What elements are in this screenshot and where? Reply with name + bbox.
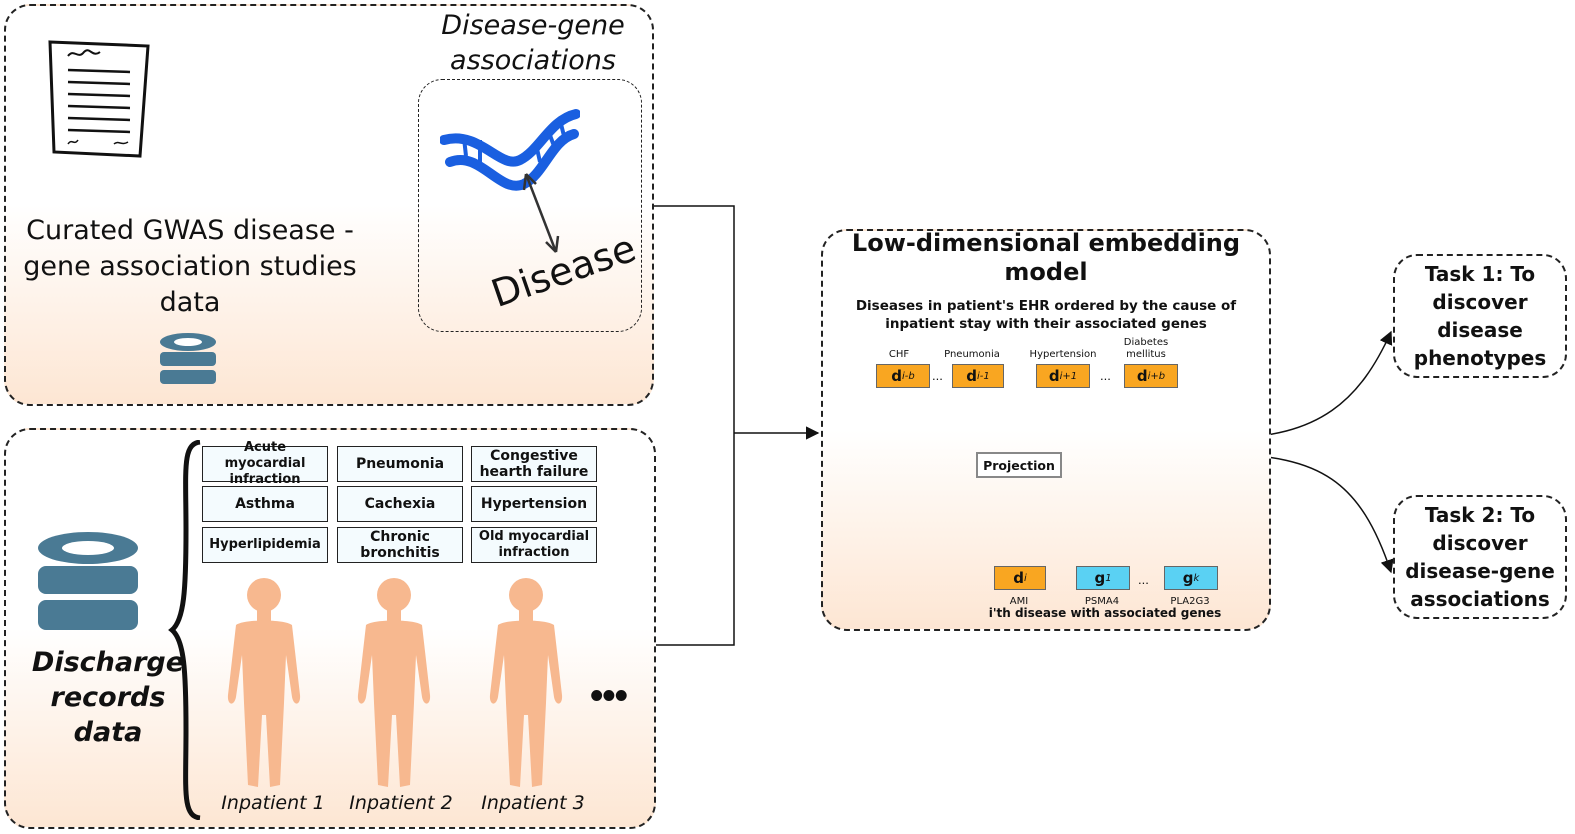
database-icon [38,532,138,630]
discharge-title: Discharge records data [31,647,185,748]
node-dots: ... [1100,368,1111,383]
disease-box: Pneumonia [337,446,463,482]
disease-gene-title: Disease-gene associations [441,10,625,76]
patient-body-icon [227,578,301,787]
disease-box: Acute myocardial infraction [202,440,328,487]
inpatient-label: Inpatient 1 [221,792,325,814]
disease-gene-box [418,79,642,332]
model-panel [821,229,1271,631]
disease-box: Chronic bronchitis [337,527,463,563]
model-subtitle: Diseases in patient's EHR ordered by the… [855,298,1237,332]
disease-box: Cachexia [337,486,463,522]
inpatient-label: Inpatient 3 [481,792,585,814]
input-caption: i'th disease with associated genes [988,606,1222,620]
context-node-label: Hypertension [1029,349,1097,360]
document-icon [48,40,150,158]
node-dots: ... [932,368,943,383]
disease-box: Congestive hearth failure [471,446,597,482]
patient-body-icon [489,578,563,787]
disease-box: Asthma [202,486,328,522]
model-title: Low-dimensional embedding model [851,229,1241,286]
disease-box: Hyperlipidemia [202,527,328,563]
disease-box: Hypertension [471,486,597,522]
curly-brace [168,440,201,820]
dna-icon [440,109,580,253]
context-node-label: Pneumonia [944,349,1000,360]
context-node-label: Diabetes mellitus [1123,337,1169,360]
gwas-source-text: Curated GWAS disease - gene association … [23,215,357,318]
patient-body-icon [357,578,431,787]
task-1-box: Task 1: To discover disease phenotypes [1393,254,1567,378]
input-node-label: PSMA4 [1084,596,1120,607]
more-patients: ••• [590,675,628,717]
projection-node: Projection [976,452,1062,478]
task-2-box: Task 2: To discover disease-gene associa… [1393,495,1567,619]
disease-box: Old myocardial infraction [471,527,597,563]
connector-gwas [652,205,735,646]
node-dots: ... [1138,572,1149,587]
database-icon [160,333,216,384]
input-node-label: AMI [1009,596,1029,607]
inpatient-label: Inpatient 2 [349,792,453,814]
context-node-label: CHF [888,349,910,360]
input-node-label: PLA2G3 [1170,596,1210,607]
patient-figures [227,578,563,787]
